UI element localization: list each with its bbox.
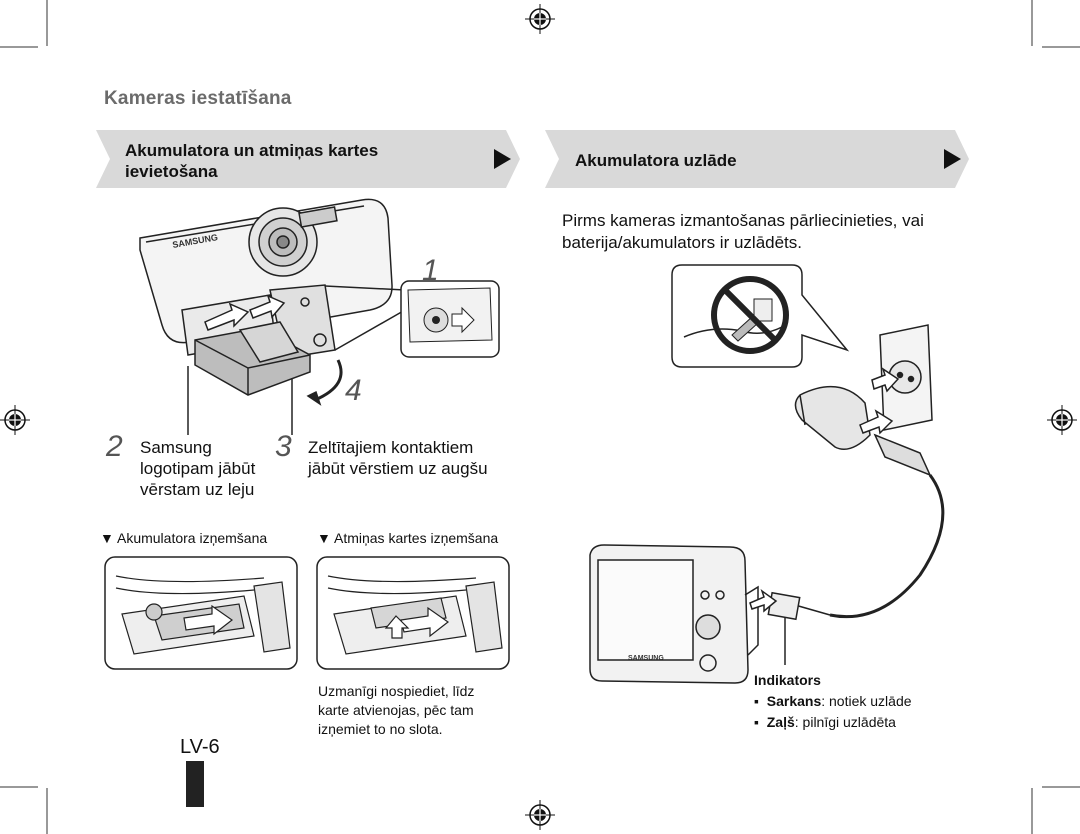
page-tab-bar (186, 761, 204, 807)
left-banner (96, 130, 520, 188)
battery-removal-caption: ▼ Akumulatora izņemšana (100, 530, 267, 546)
left-banner-title: Akumulatora un atmiņas kartes ievietošan… (125, 140, 378, 182)
arrow-right-icon (494, 149, 511, 169)
indicators-title: Indikators (754, 672, 821, 688)
card-removal-label: Atmiņas kartes izņemšana (333, 530, 499, 546)
battery-removal-illustration (104, 556, 298, 670)
step-2-line3: vērstam uz leju (140, 480, 255, 499)
charging-intro-line2: baterija/akumulators ir uzlādēts. (562, 233, 803, 252)
registration-mark-icon (525, 4, 555, 34)
step-4-number: 4 (345, 374, 362, 407)
step-2-number: 2 (106, 430, 123, 463)
removal-note-line2: karte atvienojas, pēc tam (318, 702, 474, 718)
arrow-right-icon (944, 149, 961, 169)
page-number: LV-6 (180, 736, 220, 758)
step-2-text: Samsung logotipam jābūt vērstam uz leju (140, 437, 255, 500)
indicator-green-desc: : pilnīgi uzlādēta (794, 714, 896, 730)
left-banner-line1: Akumulatora un atmiņas kartes (125, 141, 379, 160)
step-3-number: 3 (275, 430, 292, 463)
charging-intro: Pirms kameras izmantošanas pārliecinieti… (562, 210, 924, 254)
charging-illustration: SAMSUNG (589, 324, 945, 684)
registration-mark-icon (525, 800, 555, 830)
battery-removal-label: Akumulatora izņemšana (116, 530, 268, 546)
step-2-line1: Samsung (140, 438, 212, 457)
left-banner-line2: ievietošana (125, 162, 218, 181)
removal-note-line3: izņemiet to no slota. (318, 721, 443, 737)
triangle-down-icon: ▼ (100, 530, 114, 546)
step-3-text: Zeltītajiem kontaktiem jābūt vērstiem uz… (308, 437, 488, 479)
removal-note-line1: Uzmanīgi nospiediet, līdz (318, 683, 475, 699)
card-removal-illustration (316, 556, 510, 670)
triangle-down-icon: ▼ (317, 530, 331, 546)
registration-mark-icon (0, 405, 30, 435)
indicator-item-green: ▪ Zaļš: pilnīgi uzlādēta (754, 714, 896, 730)
no-plug-icon (671, 264, 850, 368)
right-banner-title: Akumulatora uzlāde (575, 151, 737, 170)
step-3-line2: jābūt vērstiem uz augšu (308, 459, 488, 478)
section-title: Kameras iestatīšana (104, 88, 292, 109)
right-banner (545, 130, 969, 188)
registration-mark-icon (1047, 405, 1077, 435)
card-removal-caption: ▼ Atmiņas kartes izņemšana (317, 530, 498, 546)
indicator-red-term: Sarkans (766, 693, 822, 709)
indicator-green-term: Zaļš (766, 714, 795, 730)
charging-intro-line1: Pirms kameras izmantošanas pārliecinieti… (562, 211, 924, 230)
camera-brand-label: SAMSUNG (628, 655, 664, 662)
door-latch-inset (400, 280, 500, 358)
step-2-line2: logotipam jābūt (140, 459, 256, 478)
camera-battery-illustration: SAMSUNG (139, 198, 406, 435)
removal-note: Uzmanīgi nospiediet, līdz karte atvienoj… (318, 682, 474, 739)
indicator-red-desc: : notiek uzlāde (821, 693, 912, 709)
step-3-line1: Zeltītajiem kontaktiem (308, 438, 474, 457)
indicator-item-red: ▪ Sarkans: notiek uzlāde (754, 693, 912, 709)
step-1-number: 1 (422, 254, 439, 287)
